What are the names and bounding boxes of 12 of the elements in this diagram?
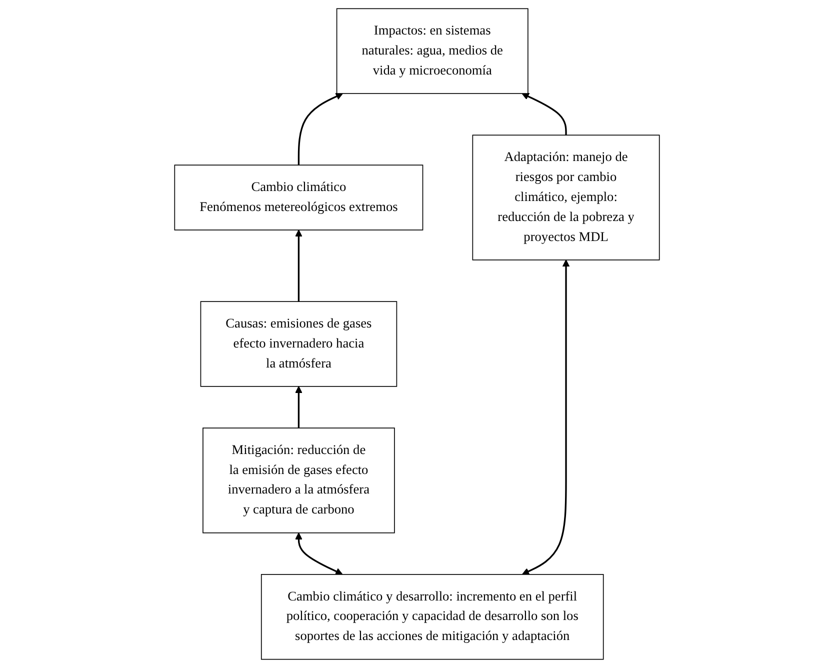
node-box: Adaptación: manejo de riesgos por cambio climático, ejemplo: reducción de la pobreza y proyectos MDL bbox=[472, 134, 660, 260]
node-box: Causas: emisiones de gases efecto invernadero hacia la atmósfera bbox=[200, 301, 398, 387]
arrow bbox=[298, 93, 343, 166]
node-box: Mitigación: reducción de la emisión de gases efecto invernadero a la atmósfera y captura de carbono bbox=[202, 428, 395, 534]
arrow bbox=[522, 93, 567, 136]
arrow bbox=[522, 260, 570, 575]
node-box: Cambio climático Fenómenos metereológicos extremos bbox=[174, 164, 424, 230]
arrow bbox=[295, 532, 343, 575]
node-box: Cambio climático y desarrollo: incremento en el perfil político, cooperación y capacidad de desarrollo son los soportes de las acciones de mitigación y adaptación bbox=[260, 574, 604, 660]
arrow bbox=[295, 386, 302, 428]
arrow bbox=[295, 230, 302, 302]
node-box: Impactos: en sistemas naturales: agua, medios de vida y microeconomía bbox=[336, 8, 528, 94]
